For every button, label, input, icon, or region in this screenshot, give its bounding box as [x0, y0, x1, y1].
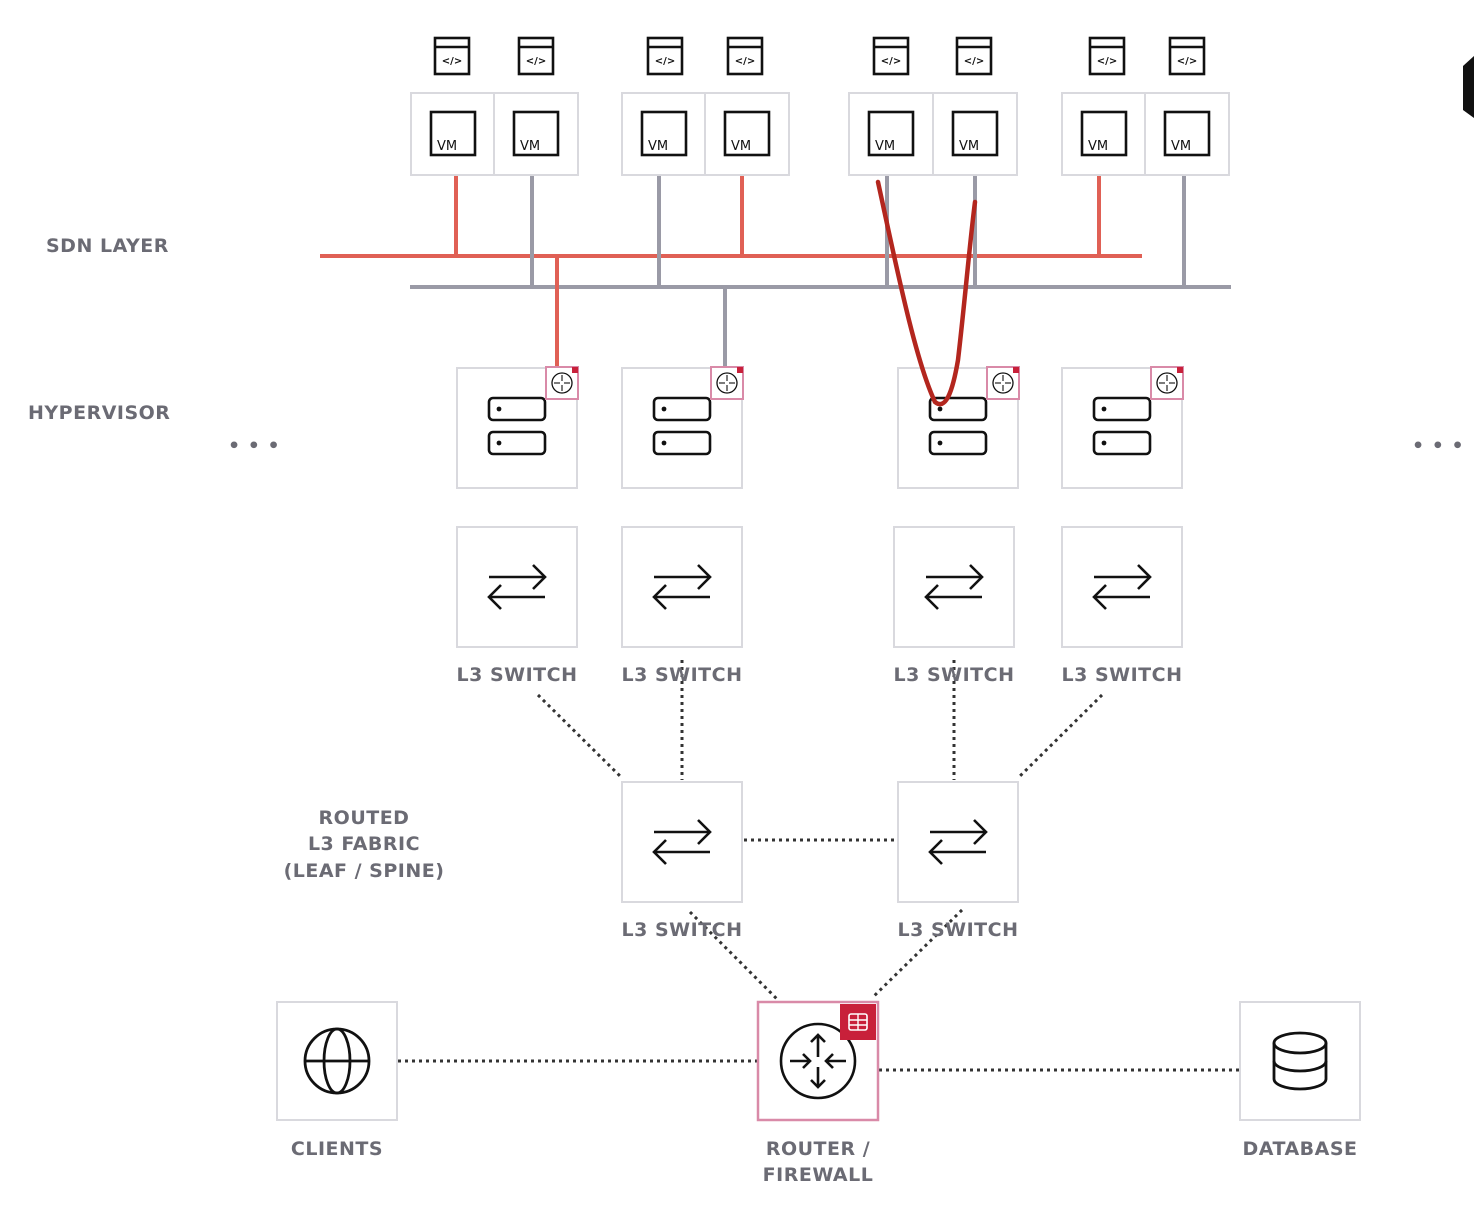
router-badge-icon	[986, 366, 1020, 400]
vm-node: VM	[621, 92, 707, 176]
router-firewall-label: ROUTER / FIREWALL	[763, 1138, 874, 1186]
l3-switch-node	[456, 526, 578, 648]
spine2-label: L3 SWITCH	[898, 919, 1019, 941]
svg-text:ROUTED: ROUTED	[319, 807, 410, 829]
database-label: DATABASE	[1242, 1138, 1357, 1160]
svg-text:VM: VM	[1088, 139, 1108, 154]
l3-switch-node	[893, 526, 1015, 648]
code-icon: </>	[1088, 36, 1126, 76]
leaf4-label: L3 SWITCH	[1062, 664, 1183, 686]
code-icon: </>	[1168, 36, 1206, 76]
leaf1-label: L3 SWITCH	[457, 664, 578, 686]
svg-text:(LEAF / SPINE): (LEAF / SPINE)	[284, 860, 445, 882]
l3-switch-node	[897, 781, 1019, 903]
vm-node: VM	[1144, 92, 1230, 176]
sdn-network-lines	[320, 176, 1231, 368]
code-icon: </>	[726, 36, 764, 76]
firewall-badge-icon	[840, 1004, 876, 1040]
vm-node: VM	[410, 92, 496, 176]
l3-switch-node	[621, 781, 743, 903]
vm-icon: VM	[512, 110, 560, 157]
svg-text:ROUTER /: ROUTER /	[766, 1138, 870, 1160]
highlight-annotation	[875, 179, 978, 407]
svg-text:VM: VM	[875, 139, 895, 154]
svg-text:L3 FABRIC: L3 FABRIC	[308, 833, 420, 855]
l3-switch-node	[621, 526, 743, 648]
code-icon: </>	[872, 36, 910, 76]
svg-text:</>: </>	[655, 56, 675, 67]
code-icon: </>	[955, 36, 993, 76]
clients-label: CLIENTS	[291, 1138, 383, 1160]
globe-icon	[303, 1027, 371, 1095]
vm-icon: VM	[640, 110, 688, 157]
vm-icon: VM	[1080, 110, 1128, 157]
svg-text:</>: </>	[881, 56, 901, 67]
sdn-layer-label: SDN LAYER	[46, 235, 169, 257]
vm-icon: VM	[867, 110, 915, 157]
link-leaf1-spine1	[536, 693, 624, 780]
vm-node: VM	[704, 92, 790, 176]
svg-text:FIREWALL: FIREWALL	[763, 1164, 874, 1186]
vm-node: VM	[848, 92, 934, 176]
hypervisor-node	[1061, 366, 1184, 489]
router-badge-icon	[710, 366, 744, 400]
router-badge-icon	[1150, 366, 1184, 400]
svg-text:VM: VM	[959, 139, 979, 154]
svg-text:VM: VM	[731, 139, 751, 154]
ellipsis-right: • • •	[1412, 435, 1464, 457]
svg-text:</>: </>	[526, 56, 546, 67]
leaf3-label: L3 SWITCH	[894, 664, 1015, 686]
hypervisor-node	[897, 366, 1020, 489]
router-icon	[779, 1022, 857, 1100]
vm-node: VM	[493, 92, 579, 176]
svg-text:</>: </>	[735, 56, 755, 67]
code-icon: </>	[433, 36, 471, 76]
spine1-label: L3 SWITCH	[622, 919, 743, 941]
vm-icon: VM	[429, 110, 477, 157]
ellipsis-left: • • •	[228, 435, 280, 457]
l3-switch-node	[1061, 526, 1183, 648]
vm-node: VM	[932, 92, 1018, 176]
leaf-switches	[456, 526, 1183, 648]
hypervisor-layer-label: HYPERVISOR	[28, 402, 170, 424]
app-icons: </> </> </> </> </> </>	[433, 36, 1206, 76]
clients-node	[276, 1001, 398, 1121]
router-badge-icon	[545, 366, 579, 400]
svg-text:VM: VM	[648, 139, 668, 154]
router-firewall-node	[756, 1000, 880, 1122]
spine-switches	[621, 781, 1019, 903]
svg-text:</>: </>	[1177, 56, 1197, 67]
database-icon	[1272, 1031, 1328, 1091]
code-icon: </>	[646, 36, 684, 76]
vm-icon: VM	[1163, 110, 1211, 157]
fabric-layer-label: ROUTED L3 FABRIC (LEAF / SPINE)	[284, 807, 445, 882]
svg-text:VM: VM	[437, 139, 457, 154]
vm-node: VM	[1061, 92, 1147, 176]
database-node	[1239, 1001, 1361, 1121]
svg-text:</>: </>	[442, 56, 462, 67]
code-icon: </>	[517, 36, 555, 76]
svg-text:</>: </>	[1097, 56, 1117, 67]
leaf2-label: L3 SWITCH	[622, 664, 743, 686]
link-leaf4-spine2	[1016, 693, 1104, 780]
svg-text:VM: VM	[520, 139, 540, 154]
logo-fragment	[1463, 56, 1474, 118]
vm-boxes: VM VM VM VM	[410, 92, 1230, 176]
hypervisor-nodes	[456, 366, 1184, 489]
dotted-links	[398, 660, 1240, 1072]
hypervisor-node	[621, 366, 744, 489]
svg-text:VM: VM	[1171, 139, 1191, 154]
svg-text:</>: </>	[964, 56, 984, 67]
hypervisor-node	[456, 366, 579, 489]
vm-icon: VM	[951, 110, 999, 157]
vm-icon: VM	[723, 110, 771, 157]
